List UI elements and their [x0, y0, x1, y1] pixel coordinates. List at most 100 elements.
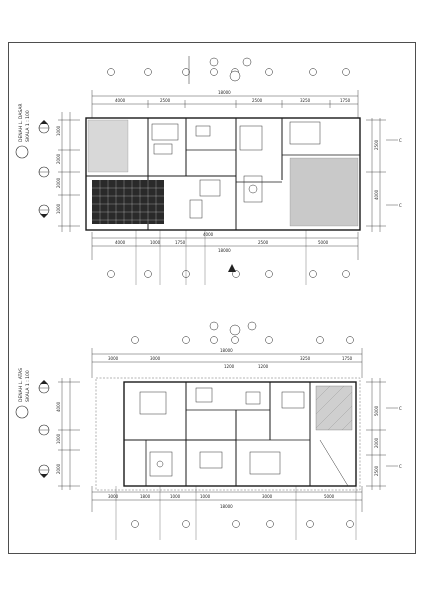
grid-bubble-icon: [316, 336, 324, 344]
upper-garden-hatch: [87, 119, 359, 227]
upper-bottom-dim-4: 4000: [203, 232, 214, 237]
section-bubble-icon: [38, 424, 50, 436]
north-arrow-icon: [228, 264, 236, 272]
lower-building-walls: [123, 381, 357, 487]
lower-top-grid-bubbles: [131, 336, 354, 344]
lower-left-dim-2: 1000: [56, 433, 61, 444]
upper-bottom-dimensions: [91, 232, 359, 260]
upper-top-dim-1: 4000: [115, 98, 126, 103]
upper-top-dimensions: [91, 90, 359, 118]
upper-right-dimensions: [366, 118, 398, 232]
upper-left-dim-2: 2000: [56, 153, 61, 164]
upper-left-section-bubbles: [38, 120, 50, 218]
section-bubble-icon: [38, 204, 50, 218]
grid-bubble-icon: [265, 270, 273, 278]
grid-bubble-icon: [210, 336, 218, 344]
lower-plan-scale: SKALA 1 : 100: [25, 370, 31, 402]
grid-bubble-icon: [342, 68, 350, 76]
upper-bottom-dim-5: 2500: [258, 240, 269, 245]
grid-bubble-icon: [107, 270, 115, 278]
upper-left-dimensions: [58, 112, 80, 232]
grid-bubble-icon: [144, 270, 152, 278]
upper-bottom-dim-3: 1750: [175, 240, 186, 245]
upper-top-dim-4: 3250: [300, 98, 311, 103]
upper-bottom-dim-1: 4000: [115, 240, 126, 245]
lower-plan-title-block: DENAH L. ATAS SKALA 1 : 100: [15, 368, 31, 419]
grid-bubble-icon: [266, 520, 274, 528]
section-bubble-icon: [209, 57, 219, 67]
upper-top-dim-2: 2500: [160, 98, 171, 103]
section-bubble-icon: [38, 380, 50, 394]
grid-bubble-icon: [131, 520, 139, 528]
lower-furniture: [139, 387, 349, 487]
lower-plan-title: DENAH L. ATAS: [18, 368, 24, 402]
upper-bottom-dim-2: 1000: [150, 240, 161, 245]
section-bubble-icon: [242, 57, 252, 67]
lower-left-section-bubbles: [38, 380, 50, 478]
lower-bottom-dimensions: [91, 486, 363, 512]
upper-leader-lines: [135, 230, 307, 285]
lower-top-dim-1: 3000: [108, 356, 119, 361]
lower-top-dim-5: 3250: [300, 356, 311, 361]
lower-total-width: 18000: [220, 348, 233, 353]
upper-carport-tiles: [92, 180, 164, 224]
grid-bubble-icon: [210, 68, 218, 76]
lower-right-dim-1: 5000: [374, 405, 379, 416]
lower-bottom-dim-1: 3000: [108, 494, 119, 499]
upper-right-dim-2: 4000: [374, 189, 379, 200]
lower-top-dimensions: [91, 348, 363, 378]
section-bubble-icon: [229, 324, 241, 336]
lower-top-dim-6: 1750: [342, 356, 353, 361]
sheet-border: [8, 42, 416, 554]
grid-bubble-icon: [144, 68, 152, 76]
upper-plan-title: DENAH L. DASAR: [18, 103, 24, 142]
upper-right-dim-1: 2500: [374, 139, 379, 150]
grid-bubble-icon: [309, 270, 317, 278]
lower-bottom-grid-bubbles: [131, 520, 354, 528]
upper-bottom-total: 18000: [218, 248, 231, 253]
lower-roof-outline: [95, 377, 361, 491]
grid-bubble-icon: [342, 270, 350, 278]
upper-left-dim-1: 1000: [56, 125, 61, 136]
upper-top-dim-5: 1750: [340, 98, 351, 103]
grid-bubble-icon: [182, 336, 190, 344]
grid-bubble-icon: [265, 336, 273, 344]
lower-bottom-dim-2: 1800: [140, 494, 151, 499]
grid-bubble-icon: [309, 68, 317, 76]
upper-top-dim-3: 2500: [252, 98, 263, 103]
grid-bubble-icon: [182, 68, 190, 76]
grid-bubble-icon: [182, 520, 190, 528]
section-bubble-icon: [15, 145, 29, 159]
lower-top-dim-2: 3000: [150, 356, 161, 361]
lower-cut-marker-1: C: [399, 406, 402, 411]
lower-top-markers: [209, 321, 257, 336]
section-bubble-icon: [15, 405, 29, 419]
lower-bottom-dim-4: 1000: [200, 494, 211, 499]
lower-left-dim-3: 2000: [56, 463, 61, 474]
lower-top-dim-4: 1200: [258, 364, 269, 369]
upper-plan-scale: SKALA 1 : 100: [25, 110, 31, 142]
grid-bubble-icon: [107, 68, 115, 76]
lower-right-dim-3: 2500: [374, 465, 379, 476]
section-bubble-icon: [38, 464, 50, 478]
upper-top-markers: [188, 56, 252, 84]
upper-plan-title-block: DENAH L. DASAR SKALA 1 : 100: [15, 103, 31, 159]
upper-cut-marker-1: C: [399, 138, 402, 143]
upper-floor-plan: DENAH L. DASAR SKALA 1 : 100: [15, 56, 402, 285]
grid-bubble-icon: [232, 270, 240, 278]
upper-furniture: [151, 121, 321, 219]
grid-bubble-icon: [231, 336, 239, 344]
lower-right-dimensions: [366, 378, 398, 490]
lower-left-dim-1: 4000: [56, 401, 61, 412]
grid-bubble-icon: [265, 68, 273, 76]
lower-right-dim-2: 2000: [374, 437, 379, 448]
grid-bubble-icon: [346, 520, 354, 528]
upper-left-dim-4: 1000: [56, 203, 61, 214]
section-bubble-icon: [229, 70, 241, 82]
upper-cut-marker-2: C: [399, 203, 402, 208]
grid-bubble-icon: [306, 520, 314, 528]
section-bubble-icon: [209, 321, 219, 331]
grid-bubble-icon: [232, 520, 240, 528]
lower-leader-lines: [115, 486, 357, 540]
